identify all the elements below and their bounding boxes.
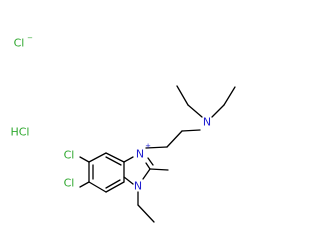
ring-nitrogen-charge: +: [145, 142, 151, 150]
chloride-ion-label: Cl: [14, 37, 25, 50]
charged-ring-nitrogen: N: [136, 148, 144, 161]
bond-n3-c3a: [123, 176, 134, 185]
hydrochloride-label: HCl: [10, 126, 29, 139]
chloride-ion-charge: −: [27, 34, 33, 42]
amine-nitrogen: N: [203, 116, 211, 129]
bond-ch2-n-ring: [145, 146, 168, 149]
bond-n3-ethyl-ch3: [137, 204, 155, 223]
bond-c5-cl: [79, 181, 90, 188]
molecule-diagram: Cl − HCl N N + N Cl Cl: [10, 34, 236, 223]
bond-inner-c7a-c7: [105, 156, 122, 166]
bond-ethyl-a-ch3: [176, 85, 189, 106]
chlorine-lower: Cl: [64, 177, 75, 190]
bond-c2-methyl: [149, 168, 169, 171]
bond-n-ch2: [181, 129, 201, 132]
bond-ethyl-b-ch3: [223, 86, 236, 106]
bond-c7-c6: [88, 152, 107, 163]
bond-c2-n1-double: [147, 157, 154, 166]
side-chain-bonds: [145, 85, 236, 149]
ethyl-ring-nitrogen: N: [134, 180, 142, 193]
bond-c7a-c7: [105, 152, 125, 163]
bond-ethyl-a-ch2: [187, 104, 203, 118]
structure-canvas: Cl − HCl N N + N Cl Cl: [10, 34, 236, 223]
bond-inner-c4-c3a: [105, 179, 121, 189]
bond-c6-cl: [79, 156, 90, 163]
imidazolium-ring-bonds: [123, 156, 169, 223]
bond-n1-c7a: [123, 156, 134, 163]
bond-c2-n3: [142, 168, 151, 180]
bond-n1-c2: [145, 162, 151, 170]
bond-ethyl-b-ch2: [211, 104, 225, 118]
bond-ch2-ch2: [166, 130, 183, 148]
bond-c5-c4: [88, 181, 107, 193]
bond-c4-c3a: [105, 181, 125, 193]
chlorine-upper: Cl: [64, 149, 75, 162]
benzene-ring-bonds: [79, 152, 125, 193]
